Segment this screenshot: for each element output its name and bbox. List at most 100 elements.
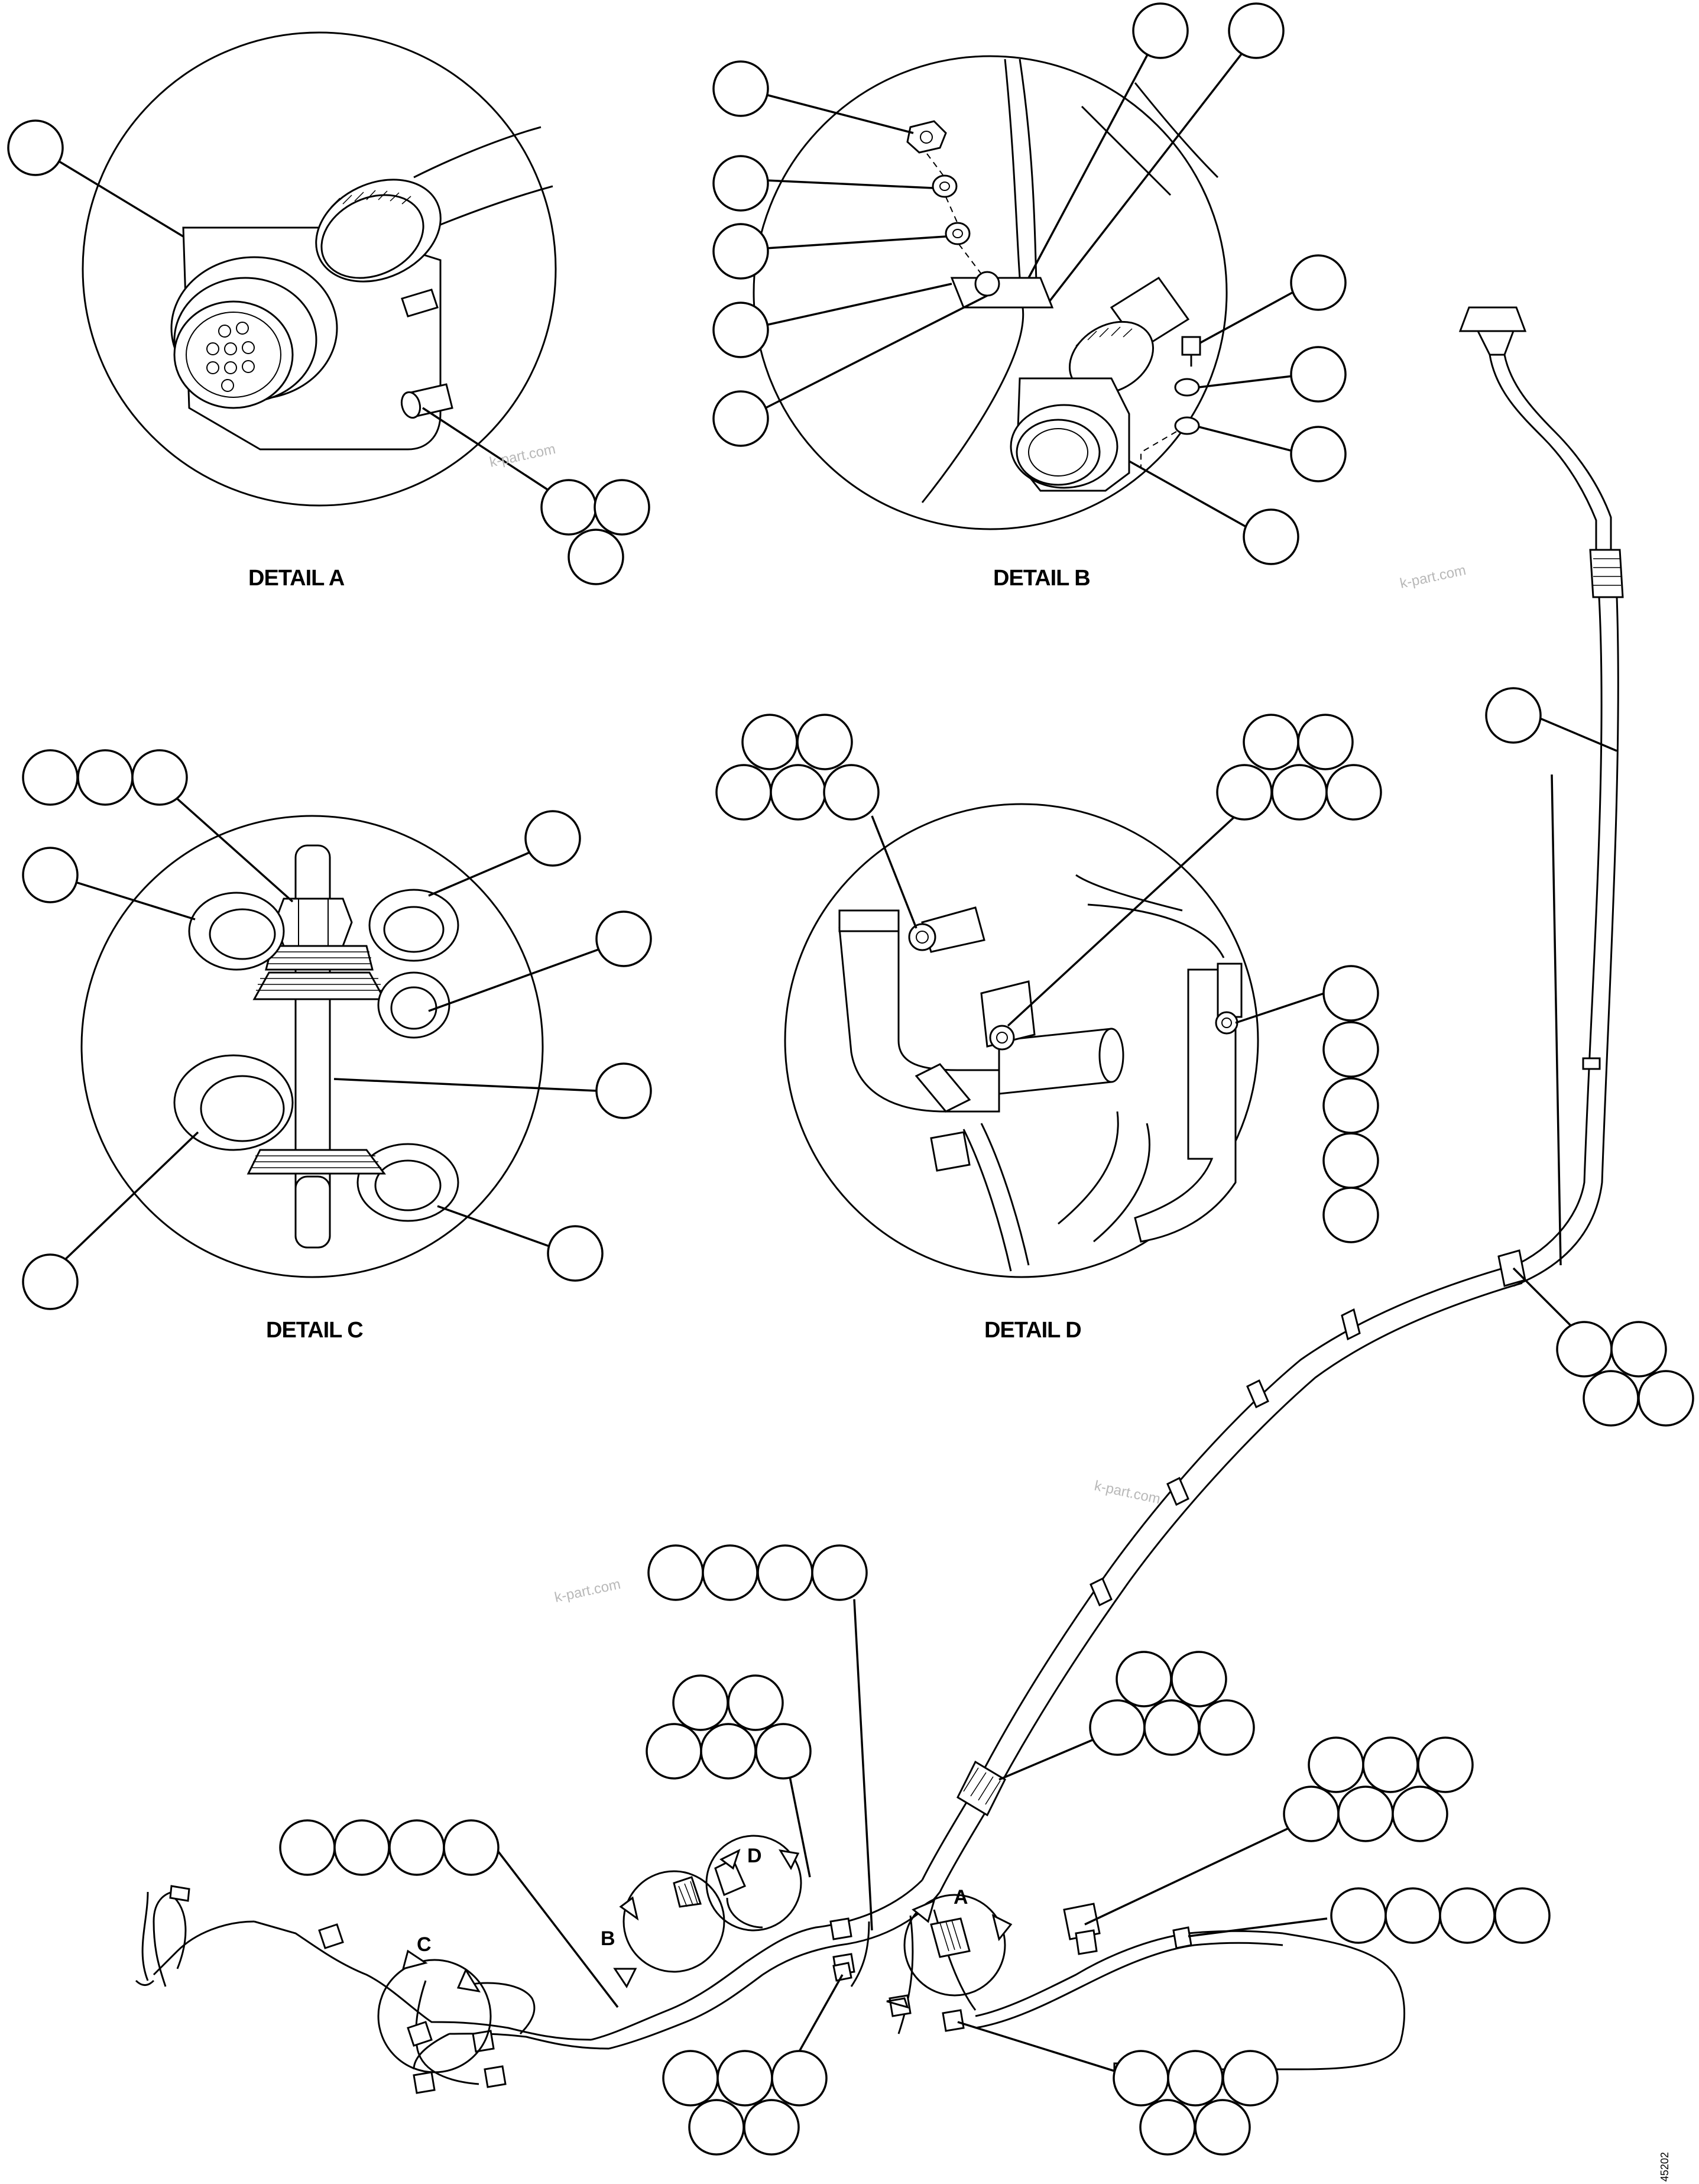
trunk-tie — [1246, 1379, 1269, 1409]
detail-d-caption: DETAIL D — [984, 1318, 1081, 1343]
callout-balloon — [1290, 346, 1347, 403]
clip-c-3 — [484, 2065, 507, 2088]
view-label-d: D — [747, 1845, 762, 1867]
callout-balloon — [796, 714, 853, 770]
callout-balloon — [1216, 764, 1273, 821]
detail-b: DETAIL B — [712, 2, 1347, 591]
callout-balloon — [1228, 2, 1285, 59]
view-marker-b-circle — [622, 1870, 725, 1973]
callout-balloon — [1243, 508, 1299, 565]
callout-balloon — [741, 714, 798, 770]
callout-balloon — [770, 764, 826, 821]
callout-balloon — [1322, 965, 1379, 1022]
callout-balloon — [1290, 426, 1347, 482]
clip-c-4 — [413, 2071, 436, 2094]
callout-balloon — [700, 1723, 757, 1780]
inline-connector-left — [318, 1923, 344, 1949]
harness-branch-right — [1134, 968, 1237, 1243]
callout-balloon — [388, 1819, 445, 1876]
callout-balloon — [823, 764, 880, 821]
callout-balloon — [595, 1062, 652, 1119]
callout-balloon — [131, 749, 188, 806]
end-connector-left — [169, 1885, 190, 1902]
callout-balloon — [1485, 687, 1542, 744]
callout-balloon — [712, 390, 769, 447]
callout-balloon — [7, 119, 64, 176]
callout-balloon — [547, 1225, 604, 1282]
callout-balloon — [1322, 1021, 1379, 1078]
trunk-tie — [1166, 1476, 1189, 1506]
callout-balloon — [646, 1723, 702, 1780]
callout-balloon — [1362, 1736, 1419, 1793]
callout-balloon — [712, 155, 769, 212]
callout-balloon — [77, 749, 134, 806]
callout-balloon — [1283, 1786, 1340, 1842]
callout-balloon — [1330, 1887, 1387, 1944]
callout-balloon — [743, 2099, 800, 2156]
flat-washer — [945, 222, 971, 245]
callout-balloon — [1325, 764, 1382, 821]
callout-balloon — [1132, 2, 1189, 59]
callout-balloon — [1198, 1699, 1255, 1756]
callout-balloon — [1385, 1887, 1441, 1944]
callout-balloon — [1439, 1887, 1496, 1944]
view-marker-a-circle — [903, 1894, 1006, 1997]
callout-balloon — [595, 910, 652, 967]
watermark: k-part.com — [488, 441, 557, 471]
callout-balloon — [647, 1544, 704, 1601]
junction-clip — [829, 1917, 852, 1940]
callout-balloon — [1337, 1786, 1394, 1842]
connector-b — [673, 1876, 702, 1908]
trunk-tie — [1582, 1057, 1601, 1070]
bolt-lock-washer — [1174, 416, 1200, 435]
callout-balloon — [1143, 1699, 1200, 1756]
connector-pins — [206, 322, 255, 392]
clip-fastener-center — [989, 1025, 1015, 1051]
callout-balloon — [22, 749, 79, 806]
detail-c-caption: DETAIL C — [266, 1318, 363, 1343]
clip-stack-upper — [252, 971, 386, 1000]
detail-b-circle — [753, 55, 1228, 530]
detail-a-caption: DETAIL A — [248, 566, 345, 591]
callout-balloon — [1089, 1699, 1146, 1756]
callout-balloon — [1290, 254, 1347, 311]
callout-balloon — [771, 2050, 828, 2107]
callout-balloon — [568, 529, 624, 585]
callout-balloon — [757, 1544, 813, 1601]
callout-balloon — [662, 2050, 719, 2107]
callout-balloon — [1139, 2099, 1196, 2156]
trunk-end-connector — [1458, 306, 1527, 332]
detail-a-circle — [82, 31, 557, 507]
clip-c-2 — [472, 2030, 495, 2053]
stud-upper — [401, 289, 439, 317]
callout-balloon — [524, 810, 581, 867]
callout-balloon — [1638, 1370, 1694, 1427]
lock-washer — [932, 174, 958, 198]
callout-balloon — [1297, 714, 1354, 770]
view-marker-c-circle — [377, 1959, 492, 2073]
view-label-c: C — [417, 1933, 432, 1956]
view-arrow — [719, 1849, 741, 1870]
callout-balloon — [702, 1544, 758, 1601]
callout-balloon — [1556, 1321, 1613, 1378]
callout-balloon — [712, 223, 769, 280]
callout-balloon — [540, 479, 597, 536]
callout-balloon — [594, 479, 650, 536]
view-arrow — [613, 1968, 637, 1988]
bolt-head — [1181, 336, 1201, 356]
callout-balloon — [1610, 1321, 1667, 1378]
callout-balloon — [755, 1723, 812, 1780]
callout-balloon — [1222, 2050, 1279, 2107]
view-arrow — [779, 1849, 800, 1871]
clip-fastener-right — [1215, 1011, 1238, 1035]
detail-b-caption: DETAIL B — [993, 566, 1090, 591]
view-label-a: A — [954, 1886, 968, 1908]
detail-d: DETAIL D — [715, 714, 1382, 1343]
view-arrow — [991, 1914, 1013, 1942]
callout-balloon — [672, 1674, 729, 1731]
detail-d-circle — [784, 803, 1259, 1278]
main-harness-view: C B D A — [135, 306, 1694, 2156]
callout-balloon — [1322, 1132, 1379, 1189]
callout-balloon — [333, 1819, 390, 1876]
